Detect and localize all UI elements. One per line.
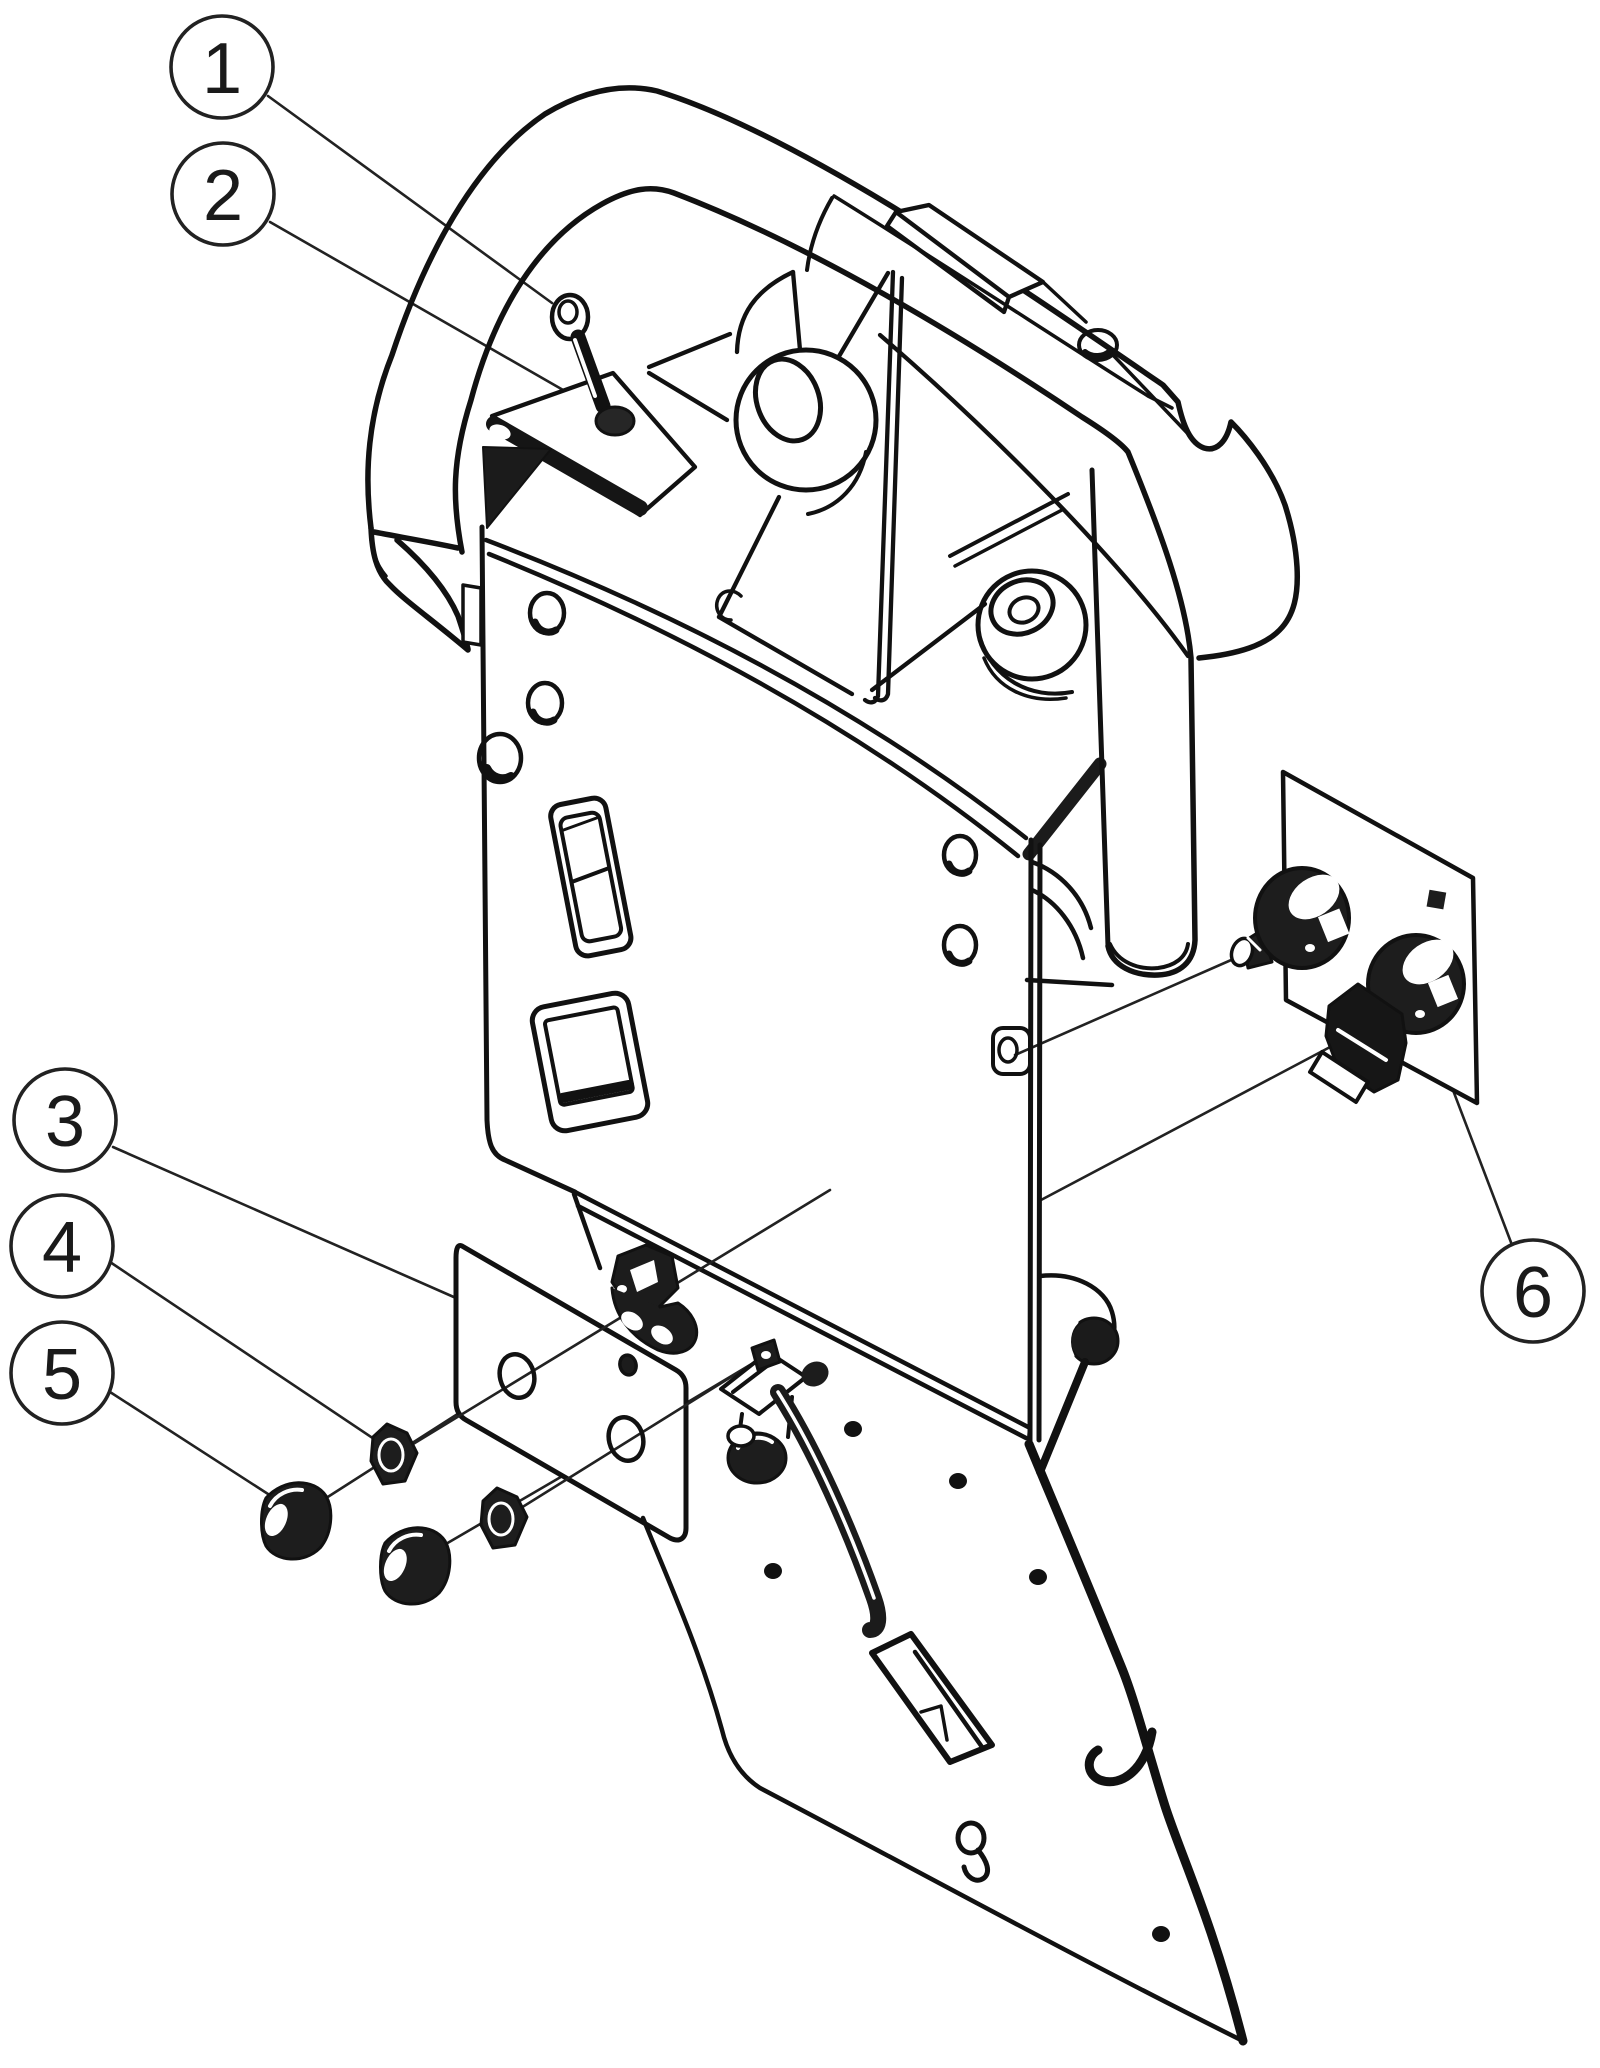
svg-text:5: 5 [42, 1335, 82, 1415]
svg-text:1: 1 [202, 29, 242, 109]
svg-text:4: 4 [42, 1208, 82, 1288]
svg-text:2: 2 [203, 156, 243, 236]
svg-text:3: 3 [45, 1082, 85, 1162]
svg-text:6: 6 [1513, 1253, 1553, 1333]
